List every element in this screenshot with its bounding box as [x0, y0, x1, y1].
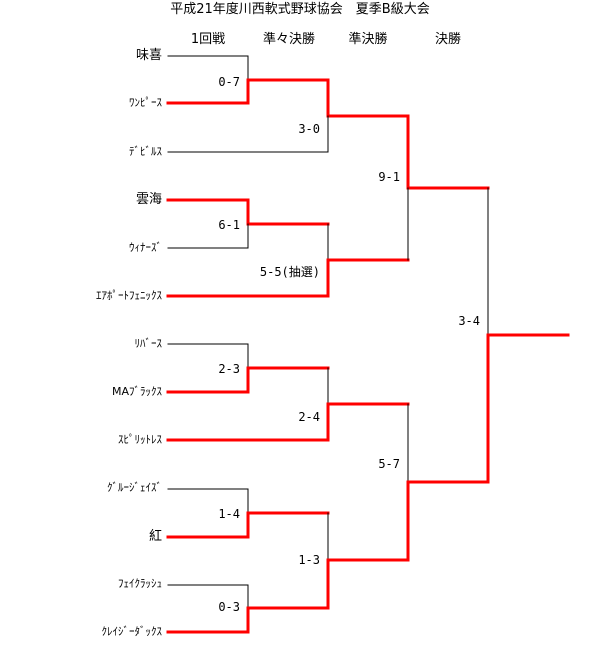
team-label: ﾘﾊﾞｰｽ — [134, 337, 163, 350]
bracket-line — [406, 480, 490, 562]
match-score: 0-7 — [218, 75, 240, 89]
bracket-line — [166, 198, 330, 226]
bracket-line — [167, 55, 249, 81]
match-score: 3-4 — [458, 314, 480, 328]
team-label: ﾃﾞﾋﾞﾙｽ — [129, 145, 162, 158]
bracket-line — [166, 258, 410, 298]
team-label: MAﾌﾞﾗｯｸｽ — [111, 385, 162, 398]
match-score: 0-3 — [218, 600, 240, 614]
bracket-line — [326, 78, 410, 118]
bracket-line — [166, 511, 330, 539]
team-label: ｴｱﾎﾟｰﾄﾌｪﾆｯｸｽ — [96, 289, 162, 302]
team-label: 雲海 — [135, 192, 162, 207]
team-label: ﾜﾝﾋﾟｰｽ — [129, 96, 162, 109]
team-label: ｸﾞﾙｰｼﾞｪｲｽﾞ — [107, 481, 162, 494]
match-score: 5-5(抽選) — [259, 265, 320, 279]
team-label: ｳｨﾅｰｽﾞ — [129, 241, 162, 254]
match-score: 9-1 — [378, 170, 400, 184]
round-header-quarterfinal: 準々決勝 — [262, 32, 316, 47]
bracket-line — [166, 78, 330, 105]
team-label: ﾌｪｲｸﾗｯｼｭ — [118, 577, 162, 590]
round-header-first: 1回戦 — [190, 32, 226, 47]
bracket-line — [167, 223, 249, 249]
team-label: ｸﾚｲｼﾞｰﾀﾞｯｸｽ — [101, 625, 163, 638]
match-score: 2-3 — [218, 362, 240, 376]
bracket-line — [167, 343, 249, 369]
team-label: ｽﾋﾟﾘｯﾄﾚｽ — [118, 433, 162, 446]
bracket-line — [406, 114, 490, 190]
tournament-title: 平成21年度川西軟式野球協会 夏季B級大会 — [170, 2, 430, 17]
round-header-semifinal: 準決勝 — [348, 32, 388, 47]
bracket-line — [167, 115, 329, 153]
bracket-line — [167, 488, 249, 514]
bracket-line — [486, 333, 570, 484]
bracket-line — [166, 402, 410, 442]
match-score: 2-4 — [298, 410, 320, 424]
bracket-line — [166, 366, 330, 394]
match-score: 1-3 — [298, 553, 320, 567]
team-label: 紅 — [148, 529, 162, 544]
bracket-line — [166, 606, 330, 634]
match-score: 6-1 — [218, 218, 240, 232]
bracket-line — [326, 558, 410, 610]
match-score: 1-4 — [218, 507, 240, 521]
match-score: 5-7 — [378, 457, 400, 471]
team-label: 味喜 — [135, 48, 162, 63]
bracket-line — [167, 584, 249, 609]
match-score: 3-0 — [298, 122, 320, 136]
round-header-final: 決勝 — [434, 32, 462, 47]
